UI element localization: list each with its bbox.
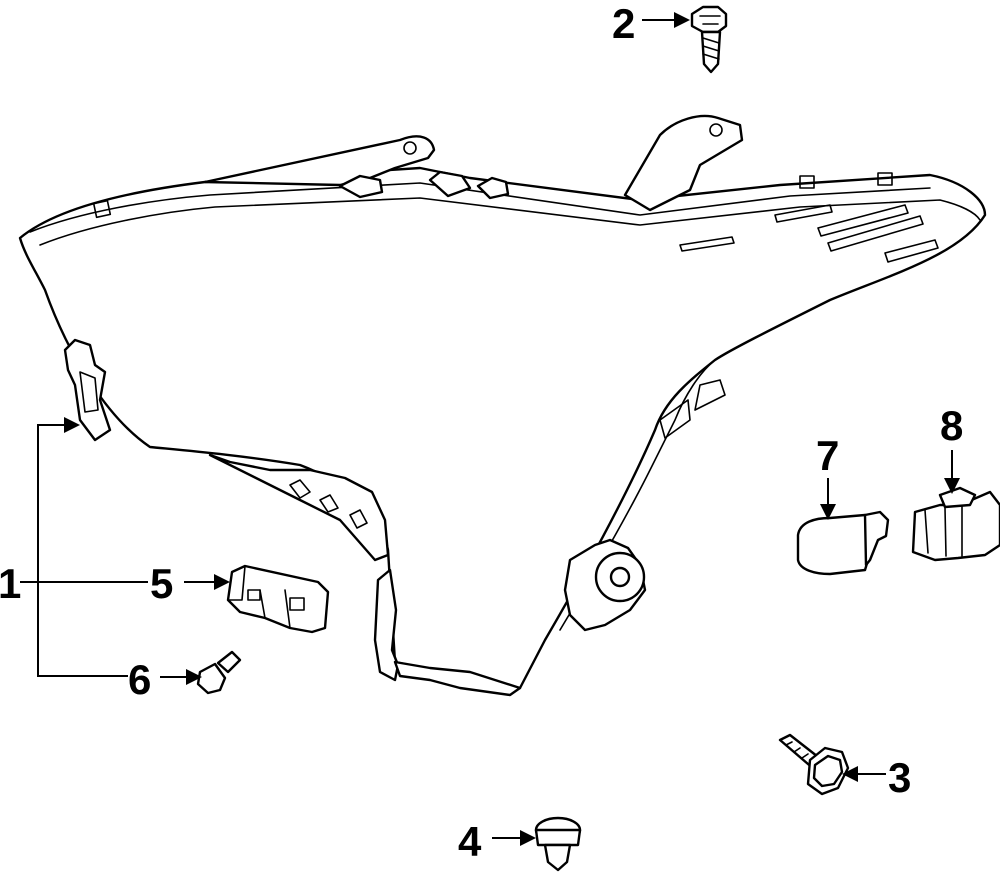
upper-left-mounting-tab xyxy=(203,135,436,187)
arrow-3 xyxy=(842,766,858,782)
upper-right-mounting-tab xyxy=(623,114,744,212)
left-side-mount xyxy=(63,338,112,442)
arrow-2 xyxy=(674,12,690,28)
arrow-1 xyxy=(64,417,80,433)
part-4-clip xyxy=(534,816,582,872)
top-left-notch xyxy=(92,199,112,219)
headlamp-top-edge-inner xyxy=(39,197,981,246)
arrow-6 xyxy=(186,669,202,685)
headlamp-assembly xyxy=(18,114,987,697)
lens-slot-vents xyxy=(679,204,939,263)
top-center-tab-a xyxy=(428,170,472,198)
leader-1 xyxy=(37,424,128,677)
part-2-screw xyxy=(690,5,728,74)
upper-left-tab-hole xyxy=(403,141,417,155)
lower-center-bracket xyxy=(208,453,390,562)
top-right-notch xyxy=(799,175,815,189)
bottom-mount-base xyxy=(393,660,522,697)
callout-5: 5 xyxy=(150,560,173,607)
callout-1: 1 xyxy=(0,560,21,607)
arrowheads xyxy=(64,12,960,846)
lens-right-crease-2 xyxy=(694,379,726,411)
leader-lines xyxy=(20,19,953,839)
headlamp-lens-outline xyxy=(18,166,987,690)
part-3-bolt xyxy=(778,733,850,796)
part-5-bracket xyxy=(226,564,330,634)
callout-numbers: 1 2 3 4 5 6 7 8 xyxy=(0,0,963,865)
part-7-bulb xyxy=(796,510,890,576)
lens-right-crease-3 xyxy=(659,399,691,439)
aim-adjuster-inner xyxy=(609,566,631,588)
callout-3: 3 xyxy=(888,754,911,801)
part-6-screw xyxy=(196,650,242,695)
arrow-7 xyxy=(820,504,836,520)
top-center-tab-c xyxy=(338,174,384,199)
arrow-5 xyxy=(214,574,230,590)
callout-7: 7 xyxy=(816,432,839,479)
part-8-socket xyxy=(911,486,1000,562)
callout-2: 2 xyxy=(612,0,635,47)
callout-4: 4 xyxy=(458,818,482,865)
top-right-notch-2 xyxy=(877,172,893,186)
callout-8: 8 xyxy=(940,402,963,449)
callout-6: 6 xyxy=(128,656,151,703)
arrow-4 xyxy=(520,830,536,846)
arrow-8 xyxy=(944,478,960,494)
upper-right-tab-hole xyxy=(709,123,723,137)
left-side-mount-detail xyxy=(79,371,99,413)
top-center-tab-b xyxy=(476,176,510,200)
lower-bracket-slots xyxy=(289,479,368,529)
